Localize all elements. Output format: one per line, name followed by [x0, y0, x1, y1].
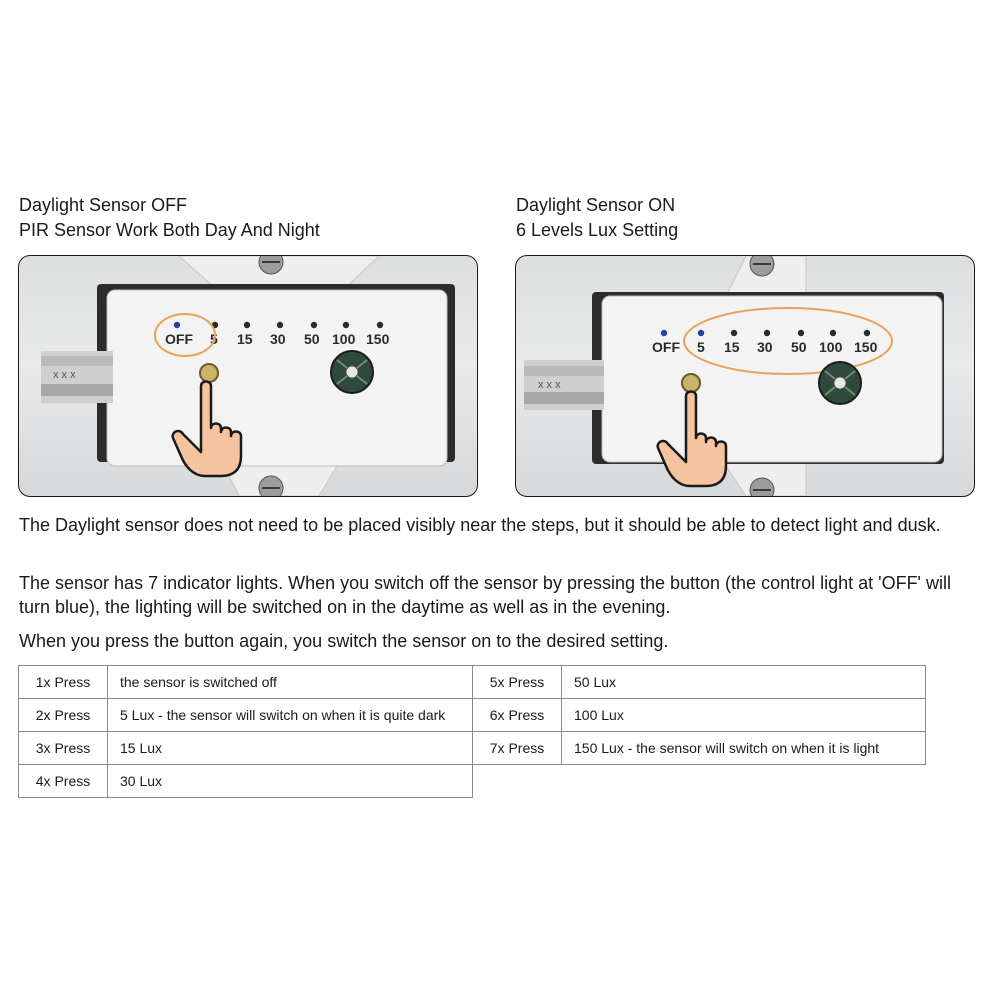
svg-text:x x x: x x x: [538, 379, 561, 391]
press-description: 30 Lux: [107, 764, 473, 798]
push-button-icon: [199, 363, 219, 383]
indicator-150: [863, 329, 871, 337]
indicator-30: [276, 321, 284, 329]
press-table-left: 1x Press the sensor is switched off 2x P…: [18, 665, 473, 798]
highlight-ring-off: [154, 313, 216, 357]
press-table-right: 5x Press 50 Lux 6x Press 100 Lux 7x Pres…: [472, 665, 926, 765]
right-caption-subtitle: 6 Levels Lux Setting: [516, 220, 679, 240]
right-caption-title: Daylight Sensor ON: [516, 195, 676, 215]
cable-icon: x x x: [41, 351, 113, 403]
label-5: 5: [697, 339, 705, 355]
press-count: 2x Press: [18, 698, 108, 732]
label-off: OFF: [165, 331, 193, 347]
pointing-hand-icon: [656, 390, 728, 488]
cable-icon: x x x: [524, 360, 604, 410]
pointing-hand-icon: [171, 380, 243, 478]
left-caption: Daylight Sensor OFF PIR Sensor Work Both…: [19, 193, 320, 243]
press-count: 1x Press: [18, 665, 108, 699]
indicator-50: [310, 321, 318, 329]
left-caption-title: Daylight Sensor OFF: [19, 195, 188, 215]
bottom-screw-icon: [258, 475, 284, 496]
press-description: 100 Lux: [561, 698, 926, 732]
top-screw-icon: [258, 256, 284, 275]
press-description: 5 Lux - the sensor will switch on when i…: [107, 698, 473, 732]
label-50: 50: [304, 331, 320, 347]
paragraph-placement: The Daylight sensor does not need to be …: [19, 515, 941, 535]
potentiometer-icon: [330, 350, 374, 394]
label-100: 100: [332, 331, 356, 347]
label-30: 30: [270, 331, 286, 347]
potentiometer-icon: [818, 361, 862, 405]
bottom-screw-icon: [749, 477, 775, 496]
table-row: 4x Press 30 Lux: [18, 764, 473, 798]
press-description: 15 Lux: [107, 731, 473, 765]
table-row: 5x Press 50 Lux: [472, 665, 926, 699]
device-photo-off: x x x OFF 5 15 30 50 100 150: [18, 255, 478, 497]
press-description: the sensor is switched off: [107, 665, 473, 699]
push-button-icon: [681, 373, 701, 393]
indicator-5-blue: [697, 329, 705, 337]
label-50: 50: [791, 339, 807, 355]
press-count: 6x Press: [472, 698, 562, 732]
press-count: 3x Press: [18, 731, 108, 765]
press-count: 7x Press: [472, 731, 562, 765]
label-15: 15: [724, 339, 740, 355]
label-30: 30: [757, 339, 773, 355]
label-150: 150: [366, 331, 390, 347]
indicator-off: [660, 329, 668, 337]
label-100: 100: [819, 339, 843, 355]
indicator-lights: [660, 329, 871, 337]
paragraph-indicator-lights: The sensor has 7 indicator lights. When …: [19, 573, 951, 617]
indicator-labels: OFF 5 15 30 50 100 150: [652, 339, 878, 355]
indicator-50: [797, 329, 805, 337]
press-description: 50 Lux: [561, 665, 926, 699]
table-row: 2x Press 5 Lux - the sensor will switch …: [18, 698, 473, 732]
highlight-ring-lux: [683, 307, 893, 375]
device-illustration-on: x x x OFF 5 15 30 50 100 150: [524, 256, 944, 496]
right-caption: Daylight Sensor ON 6 Levels Lux Setting: [516, 193, 678, 243]
table-row: 3x Press 15 Lux: [18, 731, 473, 765]
label-off: OFF: [652, 339, 680, 355]
table-row: 6x Press 100 Lux: [472, 698, 926, 732]
device-illustration-off: x x x OFF 5 15 30 50 100 150: [41, 256, 455, 496]
table-row: 1x Press the sensor is switched off: [18, 665, 473, 699]
device-photo-on: x x x OFF 5 15 30 50 100 150: [515, 255, 975, 497]
press-description: 150 Lux - the sensor will switch on when…: [561, 731, 926, 765]
indicator-off-blue: [173, 321, 181, 329]
label-150: 150: [854, 339, 878, 355]
indicator-15: [243, 321, 251, 329]
indicator-100: [829, 329, 837, 337]
indicator-100: [342, 321, 350, 329]
top-screw-icon: [749, 256, 775, 277]
svg-text:x x x: x x x: [53, 369, 76, 381]
indicator-15: [730, 329, 738, 337]
left-caption-subtitle: PIR Sensor Work Both Day And Night: [19, 220, 320, 240]
table-row: 7x Press 150 Lux - the sensor will switc…: [472, 731, 926, 765]
indicator-30: [763, 329, 771, 337]
label-15: 15: [237, 331, 253, 347]
indicator-150: [376, 321, 384, 329]
indicator-lights: [173, 321, 384, 329]
press-count: 5x Press: [472, 665, 562, 699]
press-count: 4x Press: [18, 764, 108, 798]
paragraph-press-again: When you press the button again, you swi…: [19, 631, 669, 651]
